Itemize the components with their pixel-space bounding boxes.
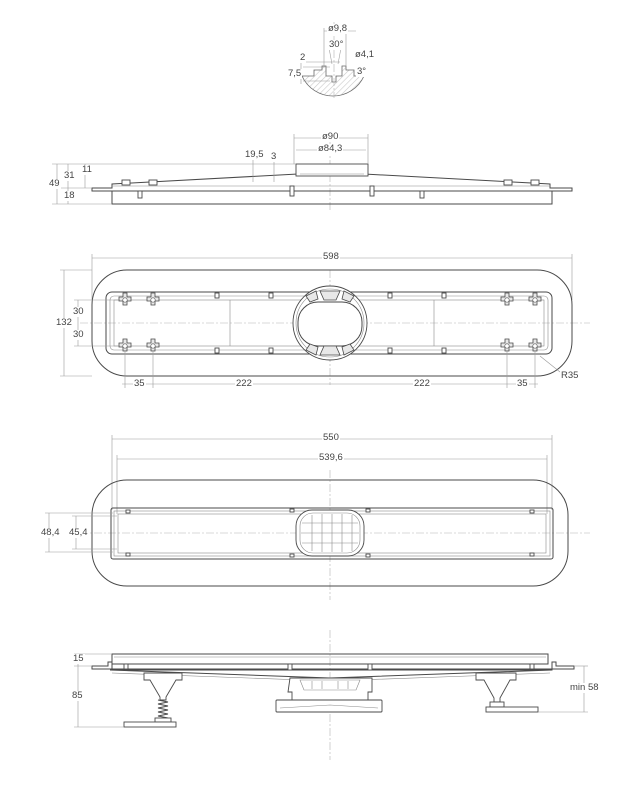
dim-foot-spacing-left: 35	[133, 378, 146, 389]
dim-grate-height: 15	[72, 653, 85, 664]
dim-outlet-inner-diameter: ø84,3	[317, 143, 344, 154]
dim-outer-diameter: ø9,8	[327, 23, 349, 34]
dim-lip-height: 11	[81, 164, 93, 175]
dim-angle-side: 3°	[356, 66, 368, 77]
dim-grate-length: 539,6	[318, 452, 344, 463]
dim-foot-spacing-right: 35	[516, 378, 529, 389]
foot-icons	[118, 292, 542, 352]
dim-total-height: 49	[48, 178, 61, 189]
grate-grid	[301, 514, 359, 552]
dim-flange-height: 19,5	[244, 149, 265, 160]
dim-grate-width: 45,4	[68, 527, 89, 538]
plan-view-frame	[60, 254, 590, 388]
dim-outlet-outer-diameter: ø90	[321, 131, 340, 142]
dim-half-length-left: 222	[235, 378, 253, 389]
dim-inner-diameter: ø4,1	[354, 49, 376, 60]
dim-overall-length: 598	[322, 251, 340, 262]
dim-depth-total: 7,5	[287, 68, 303, 79]
dim-corner-radius: R35	[560, 370, 580, 381]
dim-offset: 3	[270, 151, 278, 162]
dim-lower-height: 18	[63, 190, 76, 201]
dim-channel-length: 550	[322, 432, 340, 443]
dim-channel-width: 48,4	[40, 527, 61, 538]
side-view-top	[52, 132, 573, 212]
dim-depth-small: 2	[299, 52, 307, 63]
dim-half-length-right: 222	[413, 378, 431, 389]
side-view-bottom	[74, 630, 588, 760]
spring-icon	[157, 699, 169, 719]
dim-foot-offset-lower: 30	[72, 329, 85, 340]
dim-body-height: 85	[71, 690, 84, 701]
dim-min-height: min 58	[569, 682, 600, 693]
dim-foot-offset-upper: 30	[72, 306, 85, 317]
dim-overall-width: 132	[55, 317, 73, 328]
dim-upper-height: 31	[63, 170, 76, 181]
dim-angle-top: 30°	[328, 39, 345, 50]
